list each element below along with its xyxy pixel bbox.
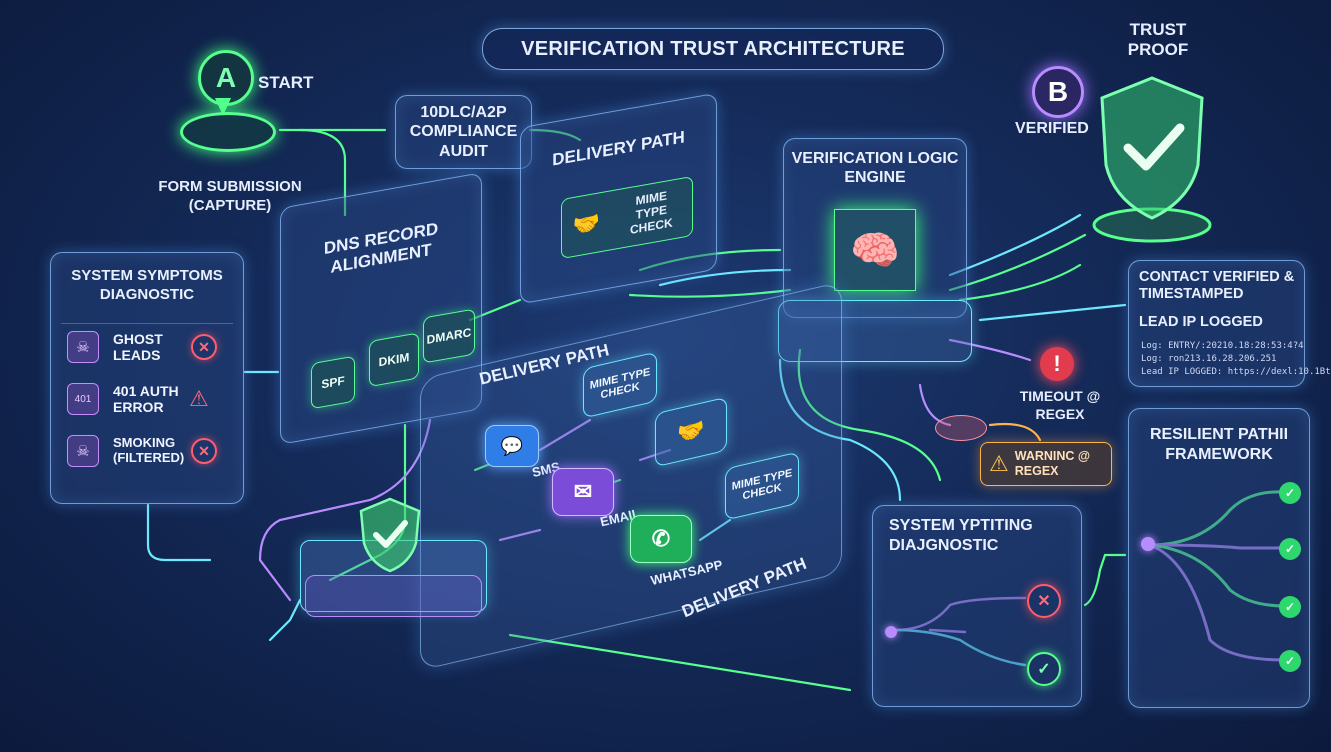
success-check-icon: ✓ bbox=[1027, 652, 1061, 686]
compliance-audit-label: 10DLC/A2P COMPLIANCE AUDIT bbox=[409, 104, 518, 160]
contact-verified-title: CONTACT VERIFIED & TIMESTAMPED bbox=[1139, 269, 1295, 303]
error-icon: ✕ bbox=[191, 334, 217, 361]
trust-shield-icon bbox=[1092, 76, 1212, 243]
brain-icon: 🧠 bbox=[834, 209, 916, 291]
symptom-row: 401 401 AUTH ERROR ⚠ bbox=[67, 383, 232, 416]
check-icon: ✓ bbox=[1279, 596, 1301, 618]
timeout-node bbox=[935, 415, 987, 441]
error-icon: ✕ bbox=[1027, 584, 1061, 618]
delivery-path-top-card: DELIVERY PATH 🤝 MIME TYPE CHECK bbox=[520, 92, 717, 305]
verification-engine-card: VERIFICATION LOGIC ENGINE 🧠 bbox=[783, 138, 967, 318]
mime-check-top-label: MIME TYPE CHECK bbox=[630, 188, 673, 237]
delivery-path-top-title: DELIVERY PATH bbox=[552, 127, 685, 170]
log-line: Log: ENTRY/:20210.18:28:53:4?4 bbox=[1141, 341, 1304, 351]
symptom-text: SMOKING (FILTERED) bbox=[113, 435, 185, 465]
verification-engine-title: VERIFICATION LOGIC ENGINE bbox=[791, 150, 959, 187]
check-icon: ✓ bbox=[1279, 482, 1301, 504]
start-base-ring bbox=[180, 112, 276, 152]
lead-ip-title: LEAD IP LOGGED bbox=[1139, 313, 1263, 330]
shield-stack-layer bbox=[305, 575, 482, 617]
symptom-row: ☠ SMOKING (FILTERED) ✕ bbox=[67, 435, 232, 467]
symptom-text: 401 AUTH ERROR bbox=[113, 383, 179, 416]
contact-verified-card: CONTACT VERIFIED & TIMESTAMPED LEAD IP L… bbox=[1128, 260, 1331, 387]
framework-origin-dot bbox=[1141, 537, 1155, 551]
end-pin: B bbox=[1032, 66, 1084, 118]
email-icon: ✉ bbox=[552, 468, 614, 516]
skull-icon: ☠ bbox=[67, 331, 99, 364]
symptom-row: ☠ GHOST LEADS ✕ bbox=[67, 331, 232, 364]
log-line: Lead IP LOGGED: https://dexl:10.1Bt bbox=[1141, 367, 1331, 377]
start-node-dot bbox=[885, 626, 897, 638]
skull-crossbones-icon: ☠ bbox=[67, 435, 99, 467]
symptoms-card: SYSTEM SYMPTOMS DIAGNOSTIC ☠ GHOST LEADS… bbox=[50, 252, 244, 504]
form-submission-label: FORM SUBMISSION (CAPTURE) bbox=[158, 178, 302, 214]
divider bbox=[61, 323, 233, 324]
mime-check-top-box: 🤝 MIME TYPE CHECK bbox=[561, 175, 693, 260]
system-diagnostic-card: SYSTEM YPTITING DIAJGNOSTIC ✕ ✓ bbox=[872, 505, 1082, 707]
handshake-icon: 🤝 bbox=[572, 209, 601, 240]
symptom-text: GHOST LEADS bbox=[113, 331, 163, 364]
verified-label: VERIFIED bbox=[1015, 120, 1089, 137]
check-icon: ✓ bbox=[1279, 650, 1301, 672]
check-icon: ✓ bbox=[1279, 538, 1301, 560]
engine-base-platform bbox=[778, 300, 972, 362]
spf-chip: SPF bbox=[311, 355, 355, 410]
dmarc-chip: DMARC bbox=[423, 308, 475, 364]
dns-record-title: DNS RECORD ALIGNMENT bbox=[323, 218, 439, 278]
warning-label: WARNINC @ REGEX bbox=[1014, 449, 1091, 478]
system-diagnostic-title: SYSTEM YPTITING DIAJGNOSTIC bbox=[889, 517, 1033, 554]
alert-icon: ! bbox=[1040, 347, 1074, 381]
start-label: START bbox=[258, 73, 314, 92]
sms-icon: 💬 bbox=[485, 425, 539, 467]
shield-check-icon bbox=[359, 497, 421, 573]
whatsapp-icon: ✆ bbox=[630, 515, 692, 563]
log-line: Log: ron213.16.28.206.251 bbox=[1141, 354, 1277, 364]
dkim-chip: DKIM bbox=[369, 332, 419, 388]
resilient-framework-card: RESILIENT PATHII FRAMEWORK ✓ ✓ ✓ ✓ bbox=[1128, 408, 1310, 708]
timeout-label: TIMEOUT @ REGEX bbox=[1019, 388, 1101, 422]
symptoms-title: SYSTEM SYMPTOMS DIAGNOSTIC bbox=[71, 267, 223, 303]
warning-icon: ⚠ bbox=[189, 386, 209, 412]
warning-icon: ⚠ bbox=[989, 451, 1009, 476]
diagram-title: VERIFICATION TRUST ARCHITECTURE bbox=[482, 28, 944, 70]
compliance-audit-box: 10DLC/A2P COMPLIANCE AUDIT bbox=[395, 95, 532, 169]
warning-box: ⚠ WARNINC @ REGEX bbox=[980, 442, 1112, 486]
401-icon: 401 bbox=[67, 383, 99, 416]
start-pin: A bbox=[198, 50, 254, 106]
resilient-framework-title: RESILIENT PATHII FRAMEWORK bbox=[1149, 426, 1289, 463]
error-icon: ✕ bbox=[191, 438, 217, 464]
handshake-icon: 🤝 bbox=[677, 415, 705, 448]
trust-proof-label: TRUST PROOF bbox=[1127, 20, 1189, 59]
